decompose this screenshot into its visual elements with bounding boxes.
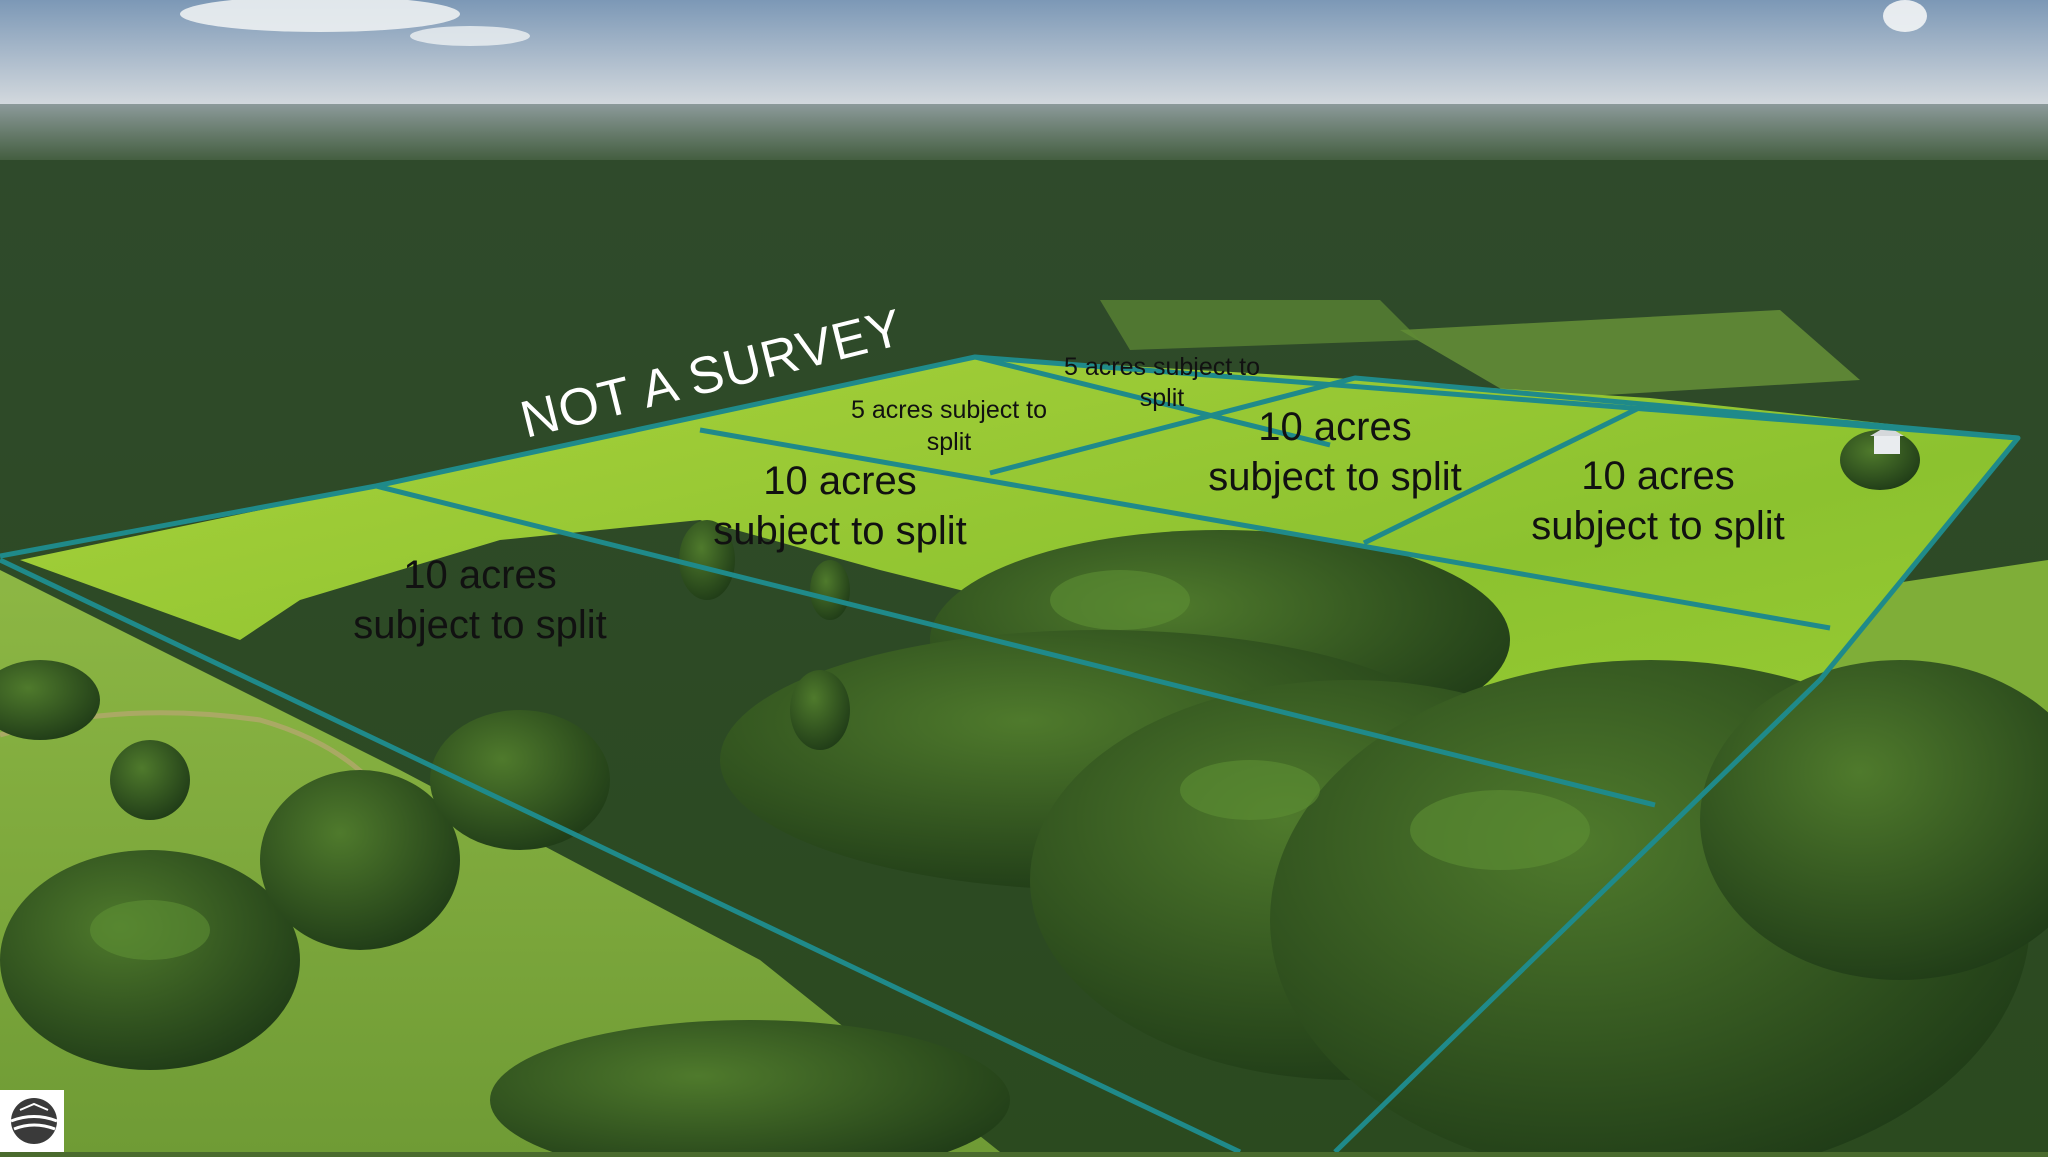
barn bbox=[1874, 434, 1900, 454]
parcel-label-line1: 10 acres bbox=[403, 553, 556, 597]
parcel-label-east-10: 10 acres subject to split bbox=[1531, 454, 1784, 548]
distant-hills bbox=[0, 104, 2048, 164]
tree-highlights bbox=[90, 570, 1590, 960]
brokerage-logo-icon bbox=[10, 1098, 58, 1144]
boundary-outer bbox=[0, 354, 2021, 1152]
cloud bbox=[180, 0, 460, 32]
boundary-middle-row bbox=[699, 427, 1831, 631]
parcel-label-line1: 10 acres bbox=[763, 459, 916, 503]
parcel-label-line2: subject to split bbox=[713, 509, 966, 553]
parcel-label-north-5-b: 5 acres subject to split bbox=[1064, 353, 1260, 412]
parcel-label-line2: split bbox=[1140, 384, 1185, 412]
cloud bbox=[1883, 0, 1927, 32]
parcel-label-center-10: 10 acres subject to split bbox=[713, 459, 966, 553]
parcel-label-north-5-a: 5 acres subject to split bbox=[851, 396, 1047, 456]
boundary-southwest bbox=[0, 557, 1242, 1152]
boundary-small-row bbox=[989, 375, 2019, 476]
boundary-right-divider bbox=[1362, 403, 1645, 546]
parcel-label-line2: split bbox=[927, 428, 972, 456]
parcel-label-line1: 5 acres subject to bbox=[1064, 353, 1260, 381]
cloud bbox=[410, 26, 530, 46]
watermark bbox=[0, 1090, 64, 1152]
parcel-label-line1: 10 acres bbox=[1581, 454, 1734, 498]
parcel-boundaries bbox=[0, 354, 2021, 1152]
parcel-label-line2: subject to split bbox=[1531, 504, 1784, 548]
boundary-north-row bbox=[974, 354, 1331, 448]
distant-clearing bbox=[1100, 300, 1420, 350]
parcel-label-northeast-10: 10 acres subject to split bbox=[1208, 405, 1461, 499]
barn-roof bbox=[1870, 426, 1904, 436]
parcel-label-line1: 10 acres bbox=[1258, 405, 1411, 449]
parcel-label-line2: subject to split bbox=[353, 603, 606, 647]
parcel-label-line1: 5 acres subject to bbox=[851, 396, 1047, 424]
distant-clearing bbox=[1400, 310, 1860, 400]
boundary-left-parcel-east bbox=[375, 483, 1656, 808]
parcel-label-line2: subject to split bbox=[1208, 455, 1461, 499]
parcel-label-west-10: 10 acres subject to split bbox=[353, 553, 606, 647]
